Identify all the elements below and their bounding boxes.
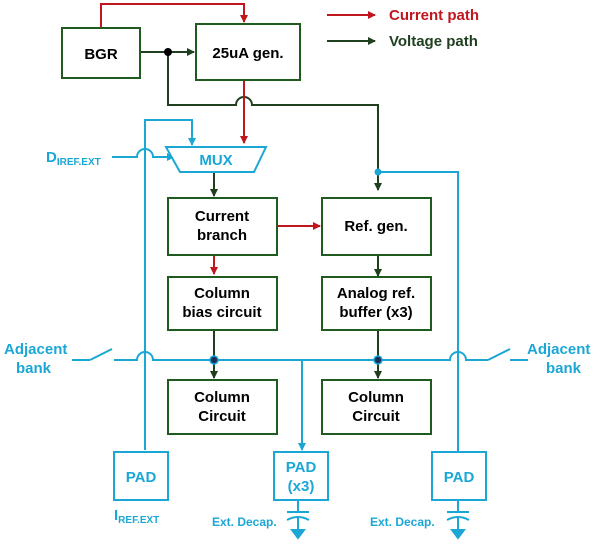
bank-junction-right — [373, 355, 383, 365]
adjacent-bank-left-line1: Adjacent — [4, 341, 67, 358]
current-branch-line2: branch — [197, 227, 247, 244]
column-circuit-right-block: Column Circuit — [321, 379, 432, 435]
bgr-block: BGR — [61, 27, 141, 79]
legend-voltage-label: Voltage path — [389, 33, 478, 50]
signal-junction-dot — [374, 168, 382, 176]
column-circuit-left-line2: Circuit — [198, 408, 246, 425]
bgr-label: BGR — [84, 46, 118, 63]
adjacent-bank-right-line1: Adjacent — [527, 341, 590, 358]
d-iref-ext-label: DIREF.EXT — [46, 149, 101, 168]
analog-ref-line2: buffer (x3) — [339, 304, 412, 321]
column-circuit-right-line1: Column — [348, 389, 404, 406]
ext-decap-right-label: Ext. Decap. — [370, 515, 435, 529]
legend: Current path Voltage path — [327, 7, 479, 50]
ref-gen-label: Ref. gen. — [344, 218, 407, 235]
mux-block: MUX — [164, 146, 268, 173]
decap-right — [446, 511, 470, 540]
current-branch-line1: Current — [195, 208, 249, 225]
column-circuit-left-line1: Column — [194, 389, 250, 406]
pad-right-label: PAD — [444, 469, 475, 486]
mux-label: MUX — [199, 152, 232, 169]
pad-left: PAD — [113, 451, 169, 501]
analog-ref-block: Analog ref. buffer (x3) — [321, 276, 432, 331]
legend-current-label: Current path — [389, 7, 479, 24]
voltage-junction-dot — [164, 48, 172, 56]
analog-ref-line1: Analog ref. — [337, 285, 415, 302]
current-gen-label: 25uA gen. — [212, 45, 283, 62]
current-gen-block: 25uA gen. — [195, 23, 301, 81]
pad-right: PAD — [431, 451, 487, 501]
adjacent-bank-right-line2: bank — [546, 360, 582, 377]
column-bias-line1: Column — [194, 285, 250, 302]
pad-middle-line1: PAD — [286, 459, 317, 476]
adjacent-bank-left-line2: bank — [16, 360, 52, 377]
ext-decap-left-label: Ext. Decap. — [212, 515, 277, 529]
bank-junction-left — [209, 355, 219, 365]
column-circuit-left-block: Column Circuit — [167, 379, 278, 435]
column-bias-block: Column bias circuit — [167, 276, 278, 331]
column-circuit-right-line2: Circuit — [352, 408, 400, 425]
pad-middle-line2: (x3) — [288, 478, 315, 495]
pad-middle: PAD (x3) — [273, 451, 329, 501]
decap-left — [286, 511, 310, 540]
ref-gen-block: Ref. gen. — [321, 197, 432, 256]
column-bias-line2: bias circuit — [182, 304, 261, 321]
current-branch-block: Current branch — [167, 197, 278, 256]
pad-left-label: PAD — [126, 469, 157, 486]
current-wires — [100, 3, 321, 275]
signal-wires — [72, 119, 528, 512]
i-iref-ext-label: IREF.EXT — [114, 507, 159, 526]
